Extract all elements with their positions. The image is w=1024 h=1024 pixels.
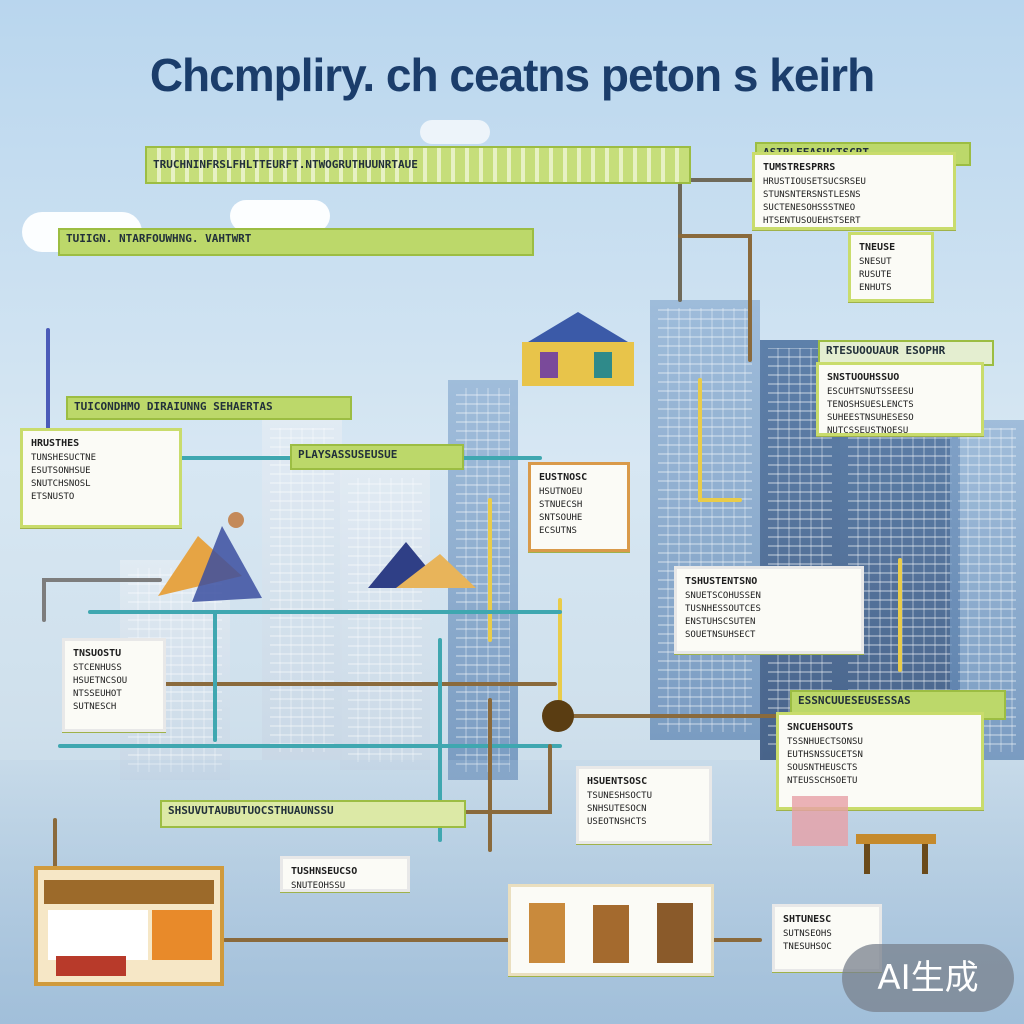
tower-left (120, 560, 230, 780)
cloud-top (420, 120, 490, 144)
vignette-upper-center (522, 312, 634, 386)
card-top-right-small: TNEUSE SNESUT RUSUTE ENHUTS (848, 232, 934, 302)
vignette-right-table (792, 796, 936, 874)
card-center-low: HSUENTSOSC TSUNESHSOCTU SNHSUTESOCN USEO… (576, 766, 712, 844)
figures-illustration (529, 903, 693, 963)
banner-right-tag: RTESUOOUAUR ESOPHR (818, 340, 994, 366)
card-bottom-center: TUSHNSEUCSO SNUTEOHSSU (280, 856, 410, 892)
card-top-right: TUMSTRESPRRS HRUSTIOUSETSUCSRSEU STUNSNT… (752, 152, 956, 230)
banner-bottom-strip: SHSUVUTAUBUTUOCSTHUAUNSSU (160, 800, 466, 828)
card-center: EUSTNOSC HSUTNOEU STNUECSH SNTSOUHE ECSU… (528, 462, 630, 552)
card-right-mid: TSHUSTENTSNO SNUETSCOHUSSEN TUSNHESSOUTC… (674, 566, 864, 654)
connector-left-grey (42, 578, 162, 622)
connector-top-right-b (678, 234, 752, 362)
card-right-upper: SNSTUOUHSSUO ESCUHTSNUTSSEESU TENOSHSUES… (816, 362, 984, 436)
card-left-low: TNSUOSTU STCENHUSS HSUETNCSOU NTSSEUHOT … (62, 638, 166, 732)
vignette-center-tent (368, 542, 476, 588)
ai-generated-watermark: AI生成 (842, 944, 1014, 1012)
connector-yellow-v (698, 378, 742, 502)
hub-node (542, 700, 574, 732)
vignette-bottom-center-figures (508, 884, 714, 976)
tower-pale-center (340, 470, 430, 770)
banner-left-mid: TUICONDHMO DIRAIUNNG SEHAERTAS (66, 396, 352, 420)
banner-center-left: PLAYSASSUSEUSUE (290, 444, 464, 470)
tower-pale-left (262, 420, 342, 760)
banner-upper-left: TUIIGN. NTARFOUWHNG. VAHTWRT (58, 228, 534, 256)
card-left-mid: HRUSTHES TUNSHESUCTNE ESUTSONHSUE SNUTCH… (20, 428, 182, 528)
banner-top: TRUCHNINFRSLFHLTTEURFT.NTWOGRUTHUUNRTAUE (145, 146, 691, 184)
cloud-mid (230, 200, 330, 232)
page-title: Chcmpliry. ch ceatns peton s keirh (149, 49, 875, 101)
vignette-left-people (158, 512, 262, 602)
card-right-low: SNCUEHSOUTS TSSNHUECTSONSU EUTHSNSSUCETS… (776, 712, 984, 810)
tower-right-a (650, 300, 760, 740)
vignette-bottom-left (34, 866, 224, 986)
building-illustration (44, 880, 214, 976)
